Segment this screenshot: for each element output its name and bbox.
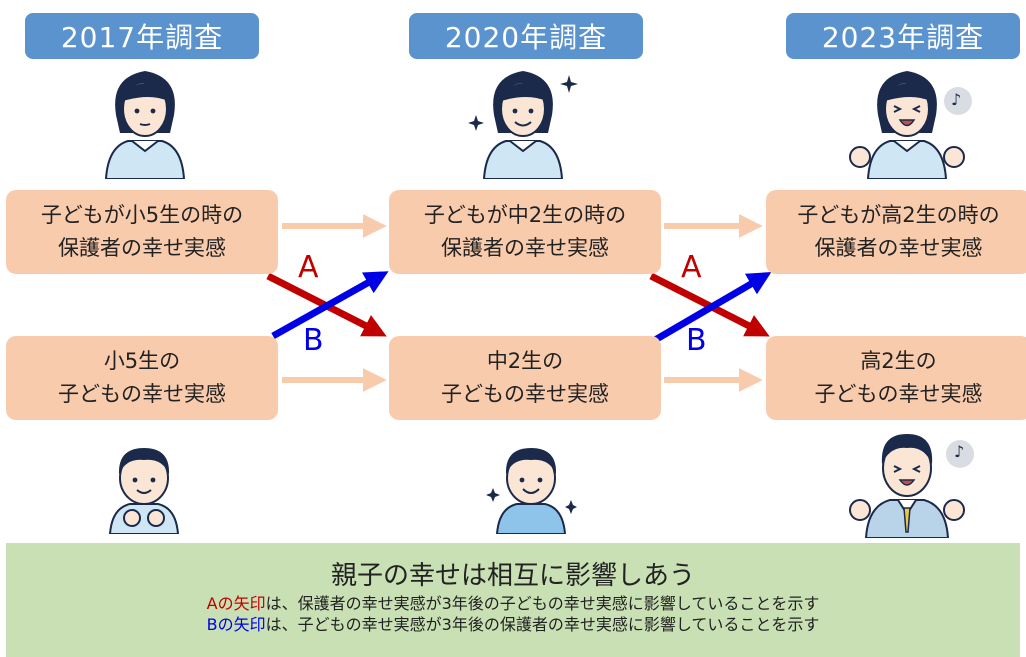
note-a-label: Aの矢印 (206, 594, 266, 613)
mother-smiling-sparkle-icon (468, 71, 578, 179)
arrow-label-a: A (298, 250, 319, 285)
mother-cheering-music-icon (849, 71, 972, 179)
parent-happiness-2023-box: 子どもが高2生の時の 保護者の幸せ実感 (766, 190, 1026, 274)
box-line: 子どもの幸せ実感 (441, 382, 609, 406)
young-man-suit-cheering-icon (849, 434, 974, 538)
arrow-b-2020-2023 (653, 272, 772, 344)
arrow-a-2020-2023 (649, 272, 770, 337)
box-line: 子どもの幸せ実感 (58, 382, 226, 406)
note-b-text: は、子どもの幸せ実感が3年後の保護者の幸せ実感に影響していることを示す (265, 615, 820, 634)
music-note-icon: ♪ (954, 442, 965, 461)
arrow-label-b: B (303, 323, 324, 358)
note-a-text: は、保護者の幸せ実感が3年後の子どもの幸せ実感に影響していることを示す (265, 594, 820, 613)
mother-neutral-icon (104, 71, 186, 179)
boy-smiling-sparkle-icon (486, 448, 577, 534)
parent-happiness-2020-box: 子どもが中2生の時の 保護者の幸せ実感 (389, 190, 661, 274)
box-line: 保護者の幸せ実感 (814, 236, 983, 260)
box-line: 保護者の幸せ実感 (58, 236, 226, 260)
note-b: Bの矢印は、子どもの幸せ実感が3年後の保護者の幸せ実感に影響していることを示す (6, 614, 1020, 635)
box-line: 子どもが中2生の時の (423, 203, 627, 227)
child-happiness-2023-box: 高2生の 子どもの幸せ実感 (766, 336, 1026, 420)
note-b-label: Bの矢印 (206, 615, 266, 634)
box-line: 小5生の (103, 349, 181, 373)
box-line: 子どもが高2生の時の (797, 203, 1000, 227)
summary-title: 親子の幸せは相互に影響しあう (330, 561, 695, 591)
arrow-label-b: B (686, 323, 707, 358)
boy-cheering-icon (108, 448, 180, 534)
child-happiness-2017-box: 小5生の 子どもの幸せ実感 (6, 336, 278, 420)
year-tab-2023: 2023年調査 (786, 13, 1020, 59)
box-line: 保護者の幸せ実感 (441, 236, 609, 260)
arrow-b-2017-2020 (271, 271, 389, 340)
parent-happiness-2017-box: 子どもが小5生の時の 保護者の幸せ実感 (6, 190, 278, 274)
box-line: 子どもが小5生の時の (40, 203, 244, 227)
year-tab-2017: 2017年調査 (25, 13, 259, 59)
year-tab-2020: 2020年調査 (409, 13, 643, 59)
box-line: 高2生の (860, 349, 937, 373)
summary-panel: 親子の幸せは相互に影響しあう Aの矢印は、保護者の幸せ実感が3年後の子どもの幸せ… (6, 543, 1020, 657)
note-a: Aの矢印は、保護者の幸せ実感が3年後の子どもの幸せ実感に影響していることを示す (6, 593, 1020, 614)
box-line: 中2生の (486, 349, 564, 373)
music-note-icon: ♪ (951, 90, 962, 109)
arrow-label-a: A (681, 250, 702, 285)
child-happiness-2020-box: 中2生の 子どもの幸せ実感 (389, 336, 661, 420)
box-line: 子どもの幸せ実感 (814, 382, 983, 406)
